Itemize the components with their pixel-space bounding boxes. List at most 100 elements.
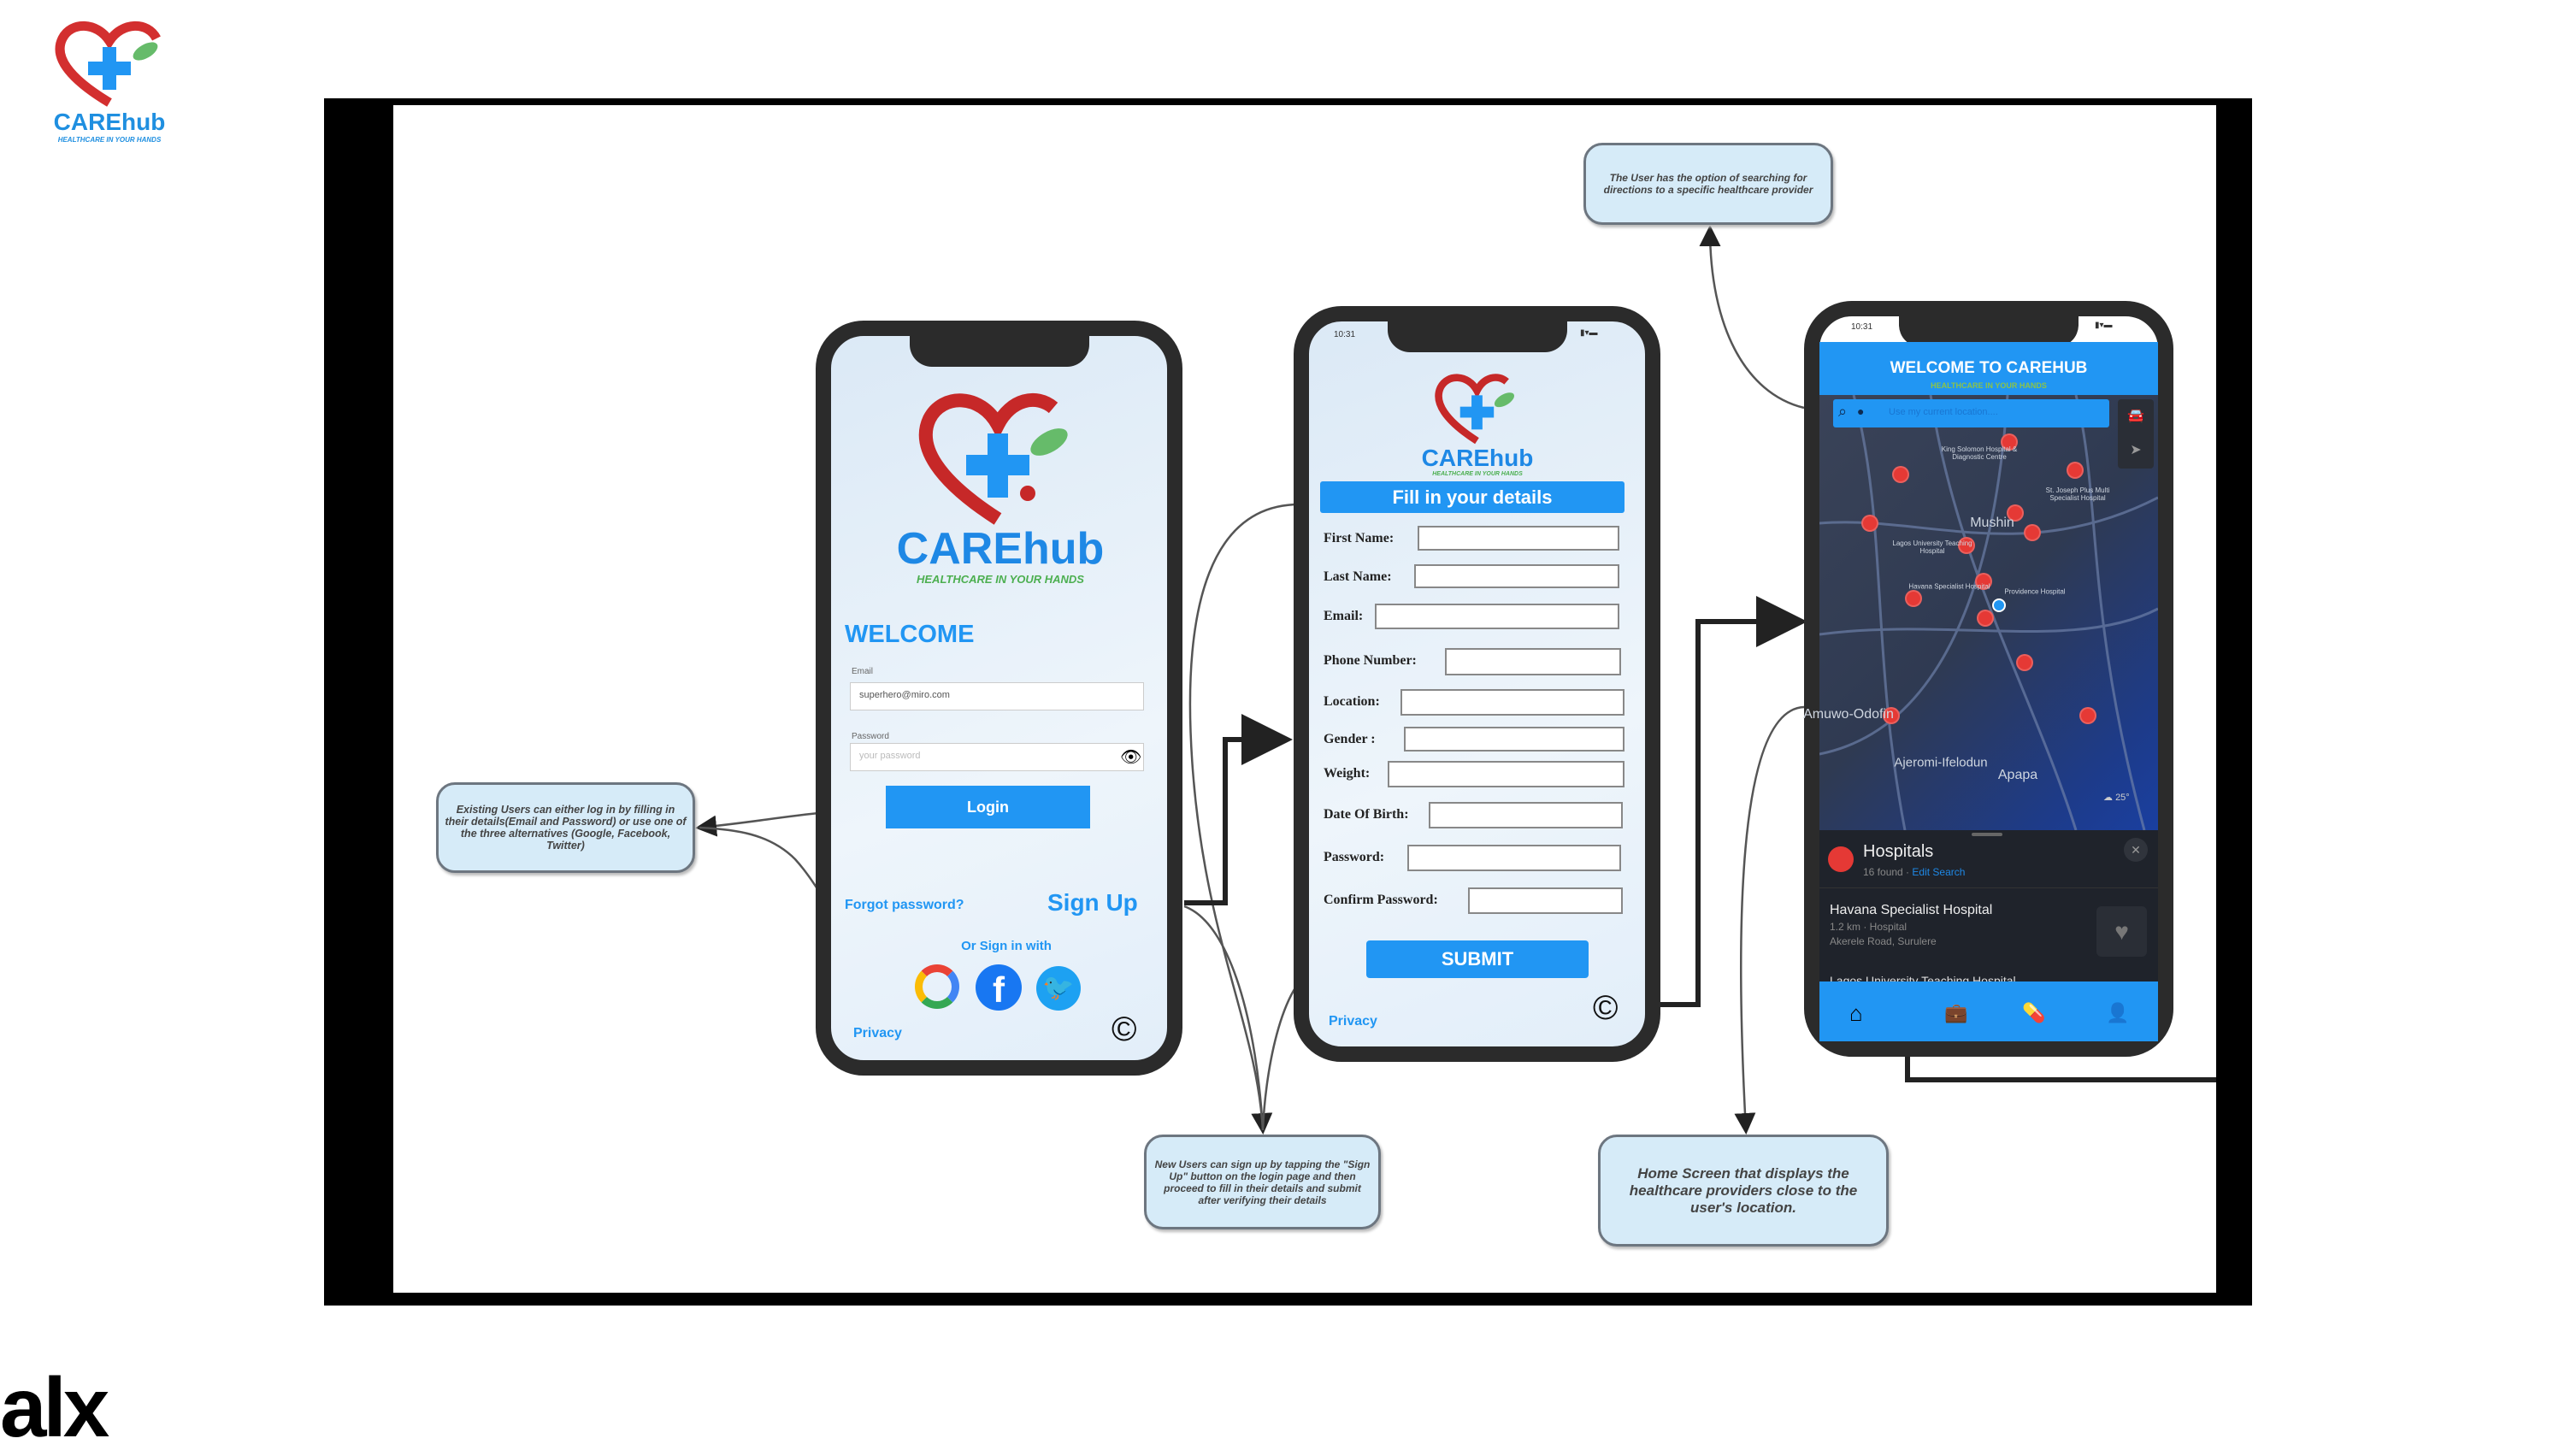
submit-button-label: SUBMIT xyxy=(1441,948,1514,970)
heart-cross-icon xyxy=(55,21,161,107)
hospital-marker[interactable] xyxy=(1883,707,1900,724)
form-input[interactable] xyxy=(1404,727,1624,752)
hospital-category-icon xyxy=(1828,846,1854,872)
home-title: WELCOME TO CAREHUB xyxy=(1890,359,2088,377)
alx-logo: alx xyxy=(0,1360,109,1454)
map-place-label: Apapa xyxy=(1997,768,2038,782)
edit-search-link[interactable]: Edit Search xyxy=(1912,866,1966,878)
result-address: Akerele Road, Surulere xyxy=(1830,935,1937,947)
hospital-marker[interactable] xyxy=(2007,504,2024,522)
car-icon[interactable]: 🚘 xyxy=(2127,409,2144,423)
email-input[interactable]: superhero@miro.com xyxy=(850,682,1144,710)
location-search-bar[interactable]: ⌕ ● Use my current location.... xyxy=(1833,399,2109,427)
user-location-dot xyxy=(1992,598,2006,612)
field-label: First Name: xyxy=(1324,531,1395,545)
hospital-marker[interactable] xyxy=(1861,515,1878,532)
logo-text: CAREhub xyxy=(53,109,166,135)
hospital-marker[interactable] xyxy=(1975,573,1992,590)
home-nav-icon[interactable]: ⌂ xyxy=(1849,1000,1863,1026)
login-button[interactable]: Login xyxy=(886,786,1090,828)
weather-badge: ☁ 25° xyxy=(2103,793,2130,803)
search-placeholder: Use my current location.... xyxy=(1889,407,1998,417)
found-count: 16 found xyxy=(1863,866,1903,878)
search-icon: ⌕ xyxy=(1838,403,1848,420)
status-time: 10:31 xyxy=(1851,322,1873,332)
sign-up-link[interactable]: Sign Up xyxy=(1047,889,1138,916)
privacy-link[interactable]: Privacy xyxy=(853,1026,902,1040)
phone-notch xyxy=(909,336,1089,367)
callout-login-text: Existing Users can either log in by fill… xyxy=(445,804,687,852)
eye-off-icon[interactable]: 👁 xyxy=(1120,748,1142,767)
found-line: 16 found · Edit Search xyxy=(1863,866,1966,878)
twitter-icon[interactable]: 🐦 xyxy=(1036,966,1081,1011)
navigate-icon[interactable]: ➤ xyxy=(2130,443,2142,457)
google-icon[interactable] xyxy=(915,964,959,1009)
form-input[interactable] xyxy=(1418,526,1619,551)
favorite-heart-icon[interactable]: ♥ xyxy=(2096,906,2147,957)
field-label: Phone Number: xyxy=(1324,653,1417,668)
form-input[interactable] xyxy=(1429,802,1623,828)
map-place-label: Amuwo-Odofin xyxy=(1803,707,1894,722)
status-icons: ▮▾▬ xyxy=(1580,328,1598,338)
field-label: Date Of Birth: xyxy=(1324,807,1409,822)
map-hospital-label: Lagos University Teaching Hospital xyxy=(1892,539,1972,555)
app-tagline: HEALTHCARE IN YOUR HANDS xyxy=(1432,471,1523,477)
phone-notch xyxy=(1387,321,1567,352)
close-icon[interactable]: ✕ xyxy=(2124,838,2148,862)
field-label: Password: xyxy=(1324,850,1385,864)
map-hospital-label: Providence Hospital xyxy=(2004,587,2066,596)
submit-button[interactable]: SUBMIT xyxy=(1366,940,1589,978)
hospital-marker[interactable] xyxy=(2079,707,2096,724)
form-input[interactable] xyxy=(1414,564,1619,588)
carehub-logo: CAREhub HEALTHCARE IN YOUR HANDS xyxy=(50,17,169,144)
result-item[interactable]: Havana Specialist Hospital 1.2 km · Hosp… xyxy=(1830,903,2086,947)
home-header xyxy=(1819,342,2158,395)
callout-search-text: The User has the option of searching for… xyxy=(1603,172,1813,196)
form-input[interactable] xyxy=(1388,761,1624,787)
hospital-marker[interactable] xyxy=(1905,590,1922,607)
signup-screen-phone xyxy=(1294,306,1660,1062)
privacy-link[interactable]: Privacy xyxy=(1329,1014,1377,1029)
field-label: Email: xyxy=(1324,609,1364,623)
hospital-marker[interactable] xyxy=(1958,537,1975,554)
sheet-title: Hospitals xyxy=(1863,842,1934,861)
app-title: CAREhub xyxy=(1421,445,1534,471)
map-side-controls: 🚘 ➤ xyxy=(2118,399,2154,469)
status-time: 10:31 xyxy=(1334,330,1356,339)
password-placeholder: your password xyxy=(859,751,921,761)
location-pin-icon: ● xyxy=(1857,404,1865,418)
form-title: Fill in your details xyxy=(1392,486,1553,508)
hospital-marker[interactable] xyxy=(2024,524,2041,541)
carehub-heart-logo xyxy=(1435,374,1515,445)
password-input[interactable]: your password xyxy=(850,743,1144,771)
medical-kit-nav-icon[interactable]: 💼 xyxy=(1944,1002,1968,1023)
next-result-name[interactable]: Lagos University Teaching Hospital xyxy=(1830,974,2016,981)
field-label: Confirm Password: xyxy=(1324,893,1438,907)
logo-tagline: HEALTHCARE IN YOUR HANDS xyxy=(57,136,162,144)
email-label: Email xyxy=(852,667,874,676)
status-icons: ▮▾▬ xyxy=(2095,321,2113,330)
form-input[interactable] xyxy=(1445,648,1621,675)
forgot-password-link[interactable]: Forgot password? xyxy=(845,898,964,912)
form-input[interactable] xyxy=(1375,604,1619,629)
map-place-label: Ajeromi-Ifelodun xyxy=(1894,755,1988,770)
hospital-marker[interactable] xyxy=(2001,433,2018,451)
form-input[interactable] xyxy=(1400,689,1624,716)
hospital-marker[interactable] xyxy=(1892,466,1909,483)
map-hospital-label: Havana Specialist Hospital xyxy=(1908,582,1990,591)
profile-nav-icon[interactable]: 👤 xyxy=(2106,1002,2130,1023)
welcome-heading: WELCOME xyxy=(845,621,975,648)
hospital-marker[interactable] xyxy=(2067,462,2084,479)
sheet-handle[interactable] xyxy=(1972,833,2002,836)
callout-signup-text: New Users can sign up by tapping the "Si… xyxy=(1154,1158,1371,1206)
callout-login: Existing Users can either log in by fill… xyxy=(436,782,695,873)
result-meta: 1.2 km · Hospital xyxy=(1830,921,1908,933)
pharmacy-nav-icon[interactable]: 💊 xyxy=(2022,1002,2046,1023)
form-input[interactable] xyxy=(1407,845,1621,871)
hospital-marker[interactable] xyxy=(2016,654,2033,671)
hospital-marker[interactable] xyxy=(1977,610,1994,627)
field-label: Last Name: xyxy=(1324,569,1392,584)
sheet-divider xyxy=(1819,887,2158,888)
facebook-icon[interactable]: f xyxy=(976,964,1022,1011)
form-input[interactable] xyxy=(1468,887,1623,914)
